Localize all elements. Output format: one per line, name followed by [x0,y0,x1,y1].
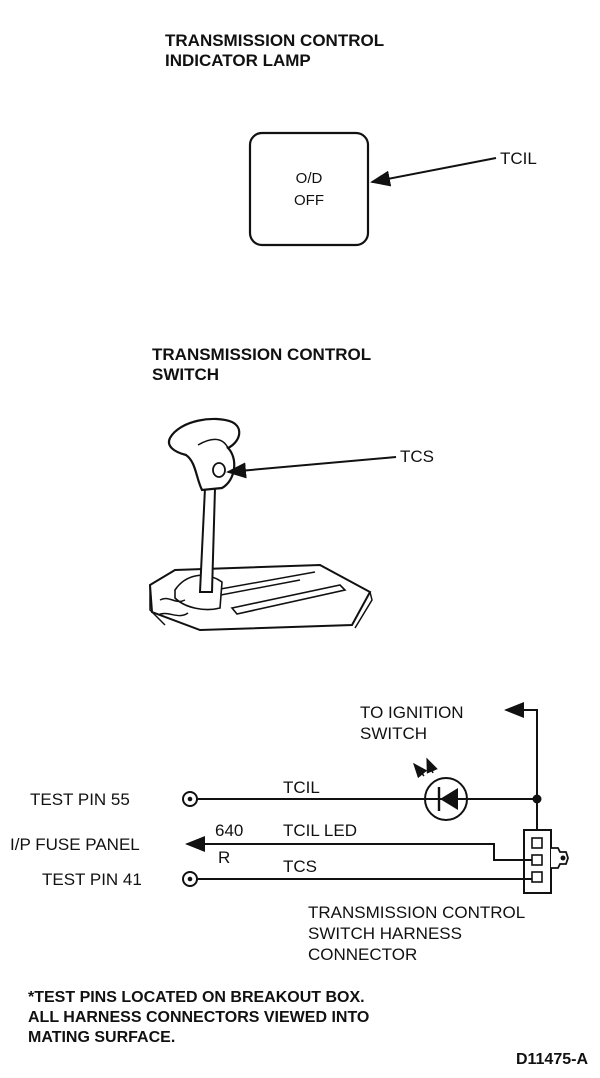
connector-label-line2: SWITCH HARNESS [308,924,462,943]
tcil-wire-label: TCIL [283,778,320,797]
lamp-text-od: O/D [296,170,323,187]
tcs-callout-label: TCS [400,447,434,466]
footnote-line1: *TEST PINS LOCATED ON BREAKOUT BOX. [28,989,365,1006]
lamp-text-off: OFF [294,192,324,209]
tcs-wire-label: TCS [283,857,317,876]
test-pin-55-label: TEST PIN 55 [30,790,130,809]
tcil-led-wire-label: TCIL LED [283,821,357,840]
od-button [212,462,226,478]
tcil-led-wire [185,836,532,861]
ignition-label-line2: SWITCH [360,724,427,743]
switch-heading-line2: SWITCH [152,365,219,384]
tcil-callout-arrow [370,157,497,187]
footnote-line3: MATING SURFACE. [28,1029,175,1046]
lamp-heading-line1: TRANSMISSION CONTROL [165,31,384,50]
test-pin-41-terminal-dot [187,876,193,882]
connector-label-line1: TRANSMISSION CONTROL [308,903,525,922]
indicator-lamp [248,131,370,247]
switch-heading-line1: TRANSMISSION CONTROL [152,345,371,364]
fuse-panel-label: I/P FUSE PANEL [10,835,140,854]
ignition-feed-wire [504,702,538,797]
figure-id: D11475-A [516,1051,588,1068]
ignition-label-line1: TO IGNITION [360,703,464,722]
wire-number-label: 640 [215,821,243,840]
led-symbol [413,757,468,821]
connector-label-line3: CONNECTOR [308,945,417,964]
gear-shifter-illustration [148,417,373,632]
tcil-callout-label: TCIL [500,149,537,168]
test-pin-41-label: TEST PIN 41 [42,870,142,889]
tcs-callout-arrow [226,456,397,479]
test-pin-55-terminal-dot [187,796,193,802]
wire-color-label: R [218,848,230,867]
lamp-heading-line2: INDICATOR LAMP [165,51,311,70]
harness-connector [523,829,569,894]
footnote-line2: ALL HARNESS CONNECTORS VIEWED INTO [28,1009,369,1026]
